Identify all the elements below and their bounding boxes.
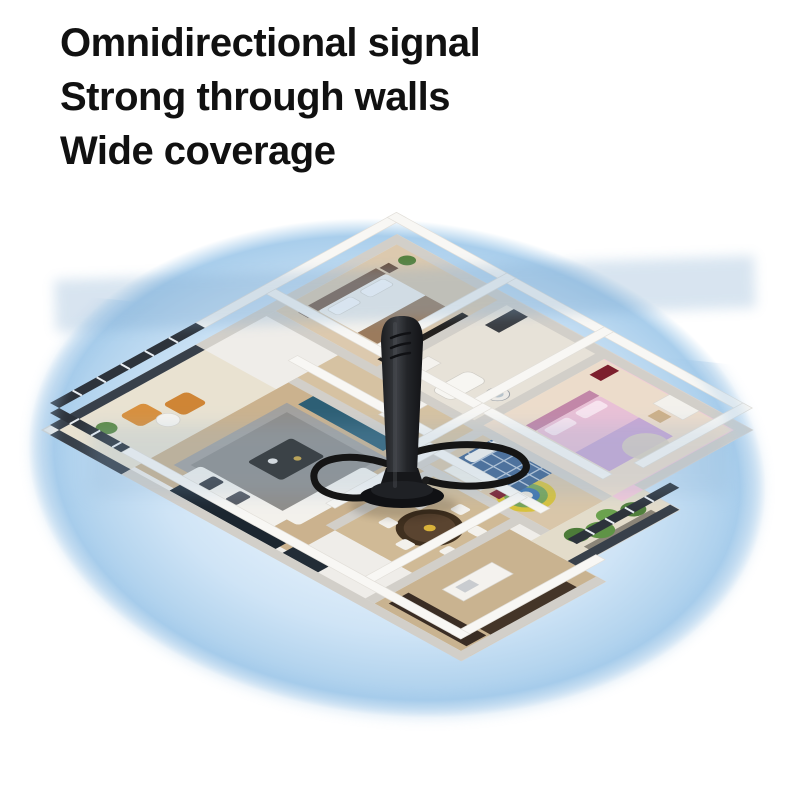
headline-line-1: Omnidirectional signal	[60, 21, 481, 65]
chair	[467, 525, 488, 537]
flowers	[423, 524, 436, 532]
antenna-cable	[400, 441, 530, 490]
counter-dark	[474, 578, 579, 636]
tv-unit-dark	[169, 480, 294, 550]
window-band-southeast	[567, 482, 680, 545]
window-side-northwest	[49, 344, 205, 430]
chair	[378, 517, 399, 529]
signal-rim-arc	[31, 289, 763, 719]
pillow	[575, 400, 608, 419]
orange-armchair	[121, 403, 163, 426]
antenna-ridges	[389, 331, 412, 360]
bed-headboard	[525, 390, 600, 431]
sink	[455, 579, 480, 593]
antenna-sheen	[393, 322, 397, 488]
orange-armchair	[164, 392, 206, 415]
planter	[583, 509, 660, 552]
chair	[647, 409, 672, 423]
tv-unit-dark	[282, 542, 337, 573]
headline: Omnidirectional signal Strong through wa…	[60, 16, 481, 178]
chair	[395, 539, 416, 550]
headline-line-3: Wide coverage	[60, 129, 336, 173]
headline-line-2: Strong through walls	[60, 75, 450, 119]
island	[441, 561, 514, 602]
plant	[398, 255, 417, 266]
antenna-base-top	[371, 481, 433, 499]
antenna-body	[381, 316, 423, 472]
window-side-southeast	[567, 504, 680, 567]
signal-band-upper	[54, 255, 756, 333]
red-dresser	[589, 364, 620, 381]
antenna	[310, 316, 530, 519]
